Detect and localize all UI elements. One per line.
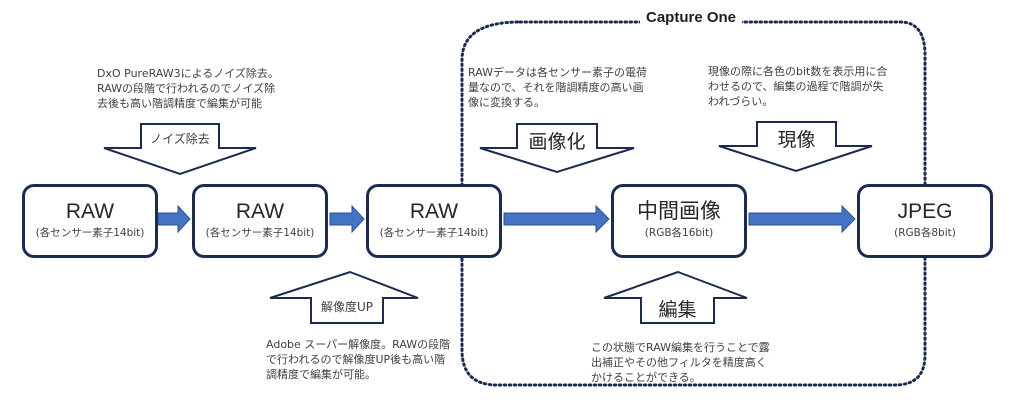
develop-block-arrow <box>718 121 873 173</box>
noise-block-arrow <box>103 123 257 176</box>
note-edit: この状態でRAW編集を行うことで露 出補正やその他フィルタを精度高く かけること… <box>591 341 770 384</box>
node-title: 中間画像 <box>637 200 721 223</box>
upscale-block-arrow <box>269 270 419 324</box>
node-title: JPEG <box>897 200 953 223</box>
develop-label: 現像 <box>777 129 816 151</box>
node-title: RAW <box>235 200 285 223</box>
note-develop: 現像の際に各色のbit数を表示用に合 わせるので、編集の過程で階調が失 われづら… <box>708 65 888 108</box>
upscale-label: 解像度UP <box>320 300 374 314</box>
edit-label: 編集 <box>658 299 697 321</box>
note-noise-reduction: DxO PureRAW3によるノイズ除去。 RAWの段階で行われるのでノイズ除 … <box>97 67 279 110</box>
note-imaging: RAWデータは各センサー素子の電荷 量なので、それを階調精度の高い画 像に変換す… <box>468 66 647 109</box>
flow-arrow-2 <box>329 204 365 234</box>
imaging-block-arrow <box>479 123 635 174</box>
node-title: RAW <box>409 200 459 223</box>
node-subtitle: (RGB各16bit) <box>644 227 714 239</box>
node-subtitle: (RGB各8bit) <box>894 227 956 239</box>
node-subtitle: (各センサー素子14bit) <box>35 227 145 239</box>
edit-block-arrow <box>603 270 748 324</box>
node-raw-1: RAW (各センサー素子14bit) <box>22 184 158 258</box>
node-raw-3: RAW (各センサー素子14bit) <box>366 184 502 258</box>
node-jpeg: JPEG (RGB各8bit) <box>857 184 993 258</box>
node-subtitle: (各センサー素子14bit) <box>379 227 489 239</box>
note-upscale: Adobe スーパー解像度。RAWの段階 で行われるので解像度UP後も高い階 調… <box>266 338 451 381</box>
capture-one-title: Capture One <box>640 9 743 26</box>
imaging-label: 画像化 <box>528 131 586 153</box>
node-subtitle: (各センサー素子14bit) <box>205 227 315 239</box>
node-title: RAW <box>65 200 115 223</box>
node-intermediate-image: 中間画像 (RGB各16bit) <box>611 184 747 258</box>
noise-reduction-label: ノイズ除去 <box>150 132 210 146</box>
capture-one-group-border <box>460 20 927 387</box>
node-raw-2: RAW (各センサー素子14bit) <box>192 184 328 258</box>
flow-arrow-1 <box>157 204 191 234</box>
flow-arrow-4 <box>748 204 856 234</box>
flow-arrow-3 <box>503 204 610 234</box>
